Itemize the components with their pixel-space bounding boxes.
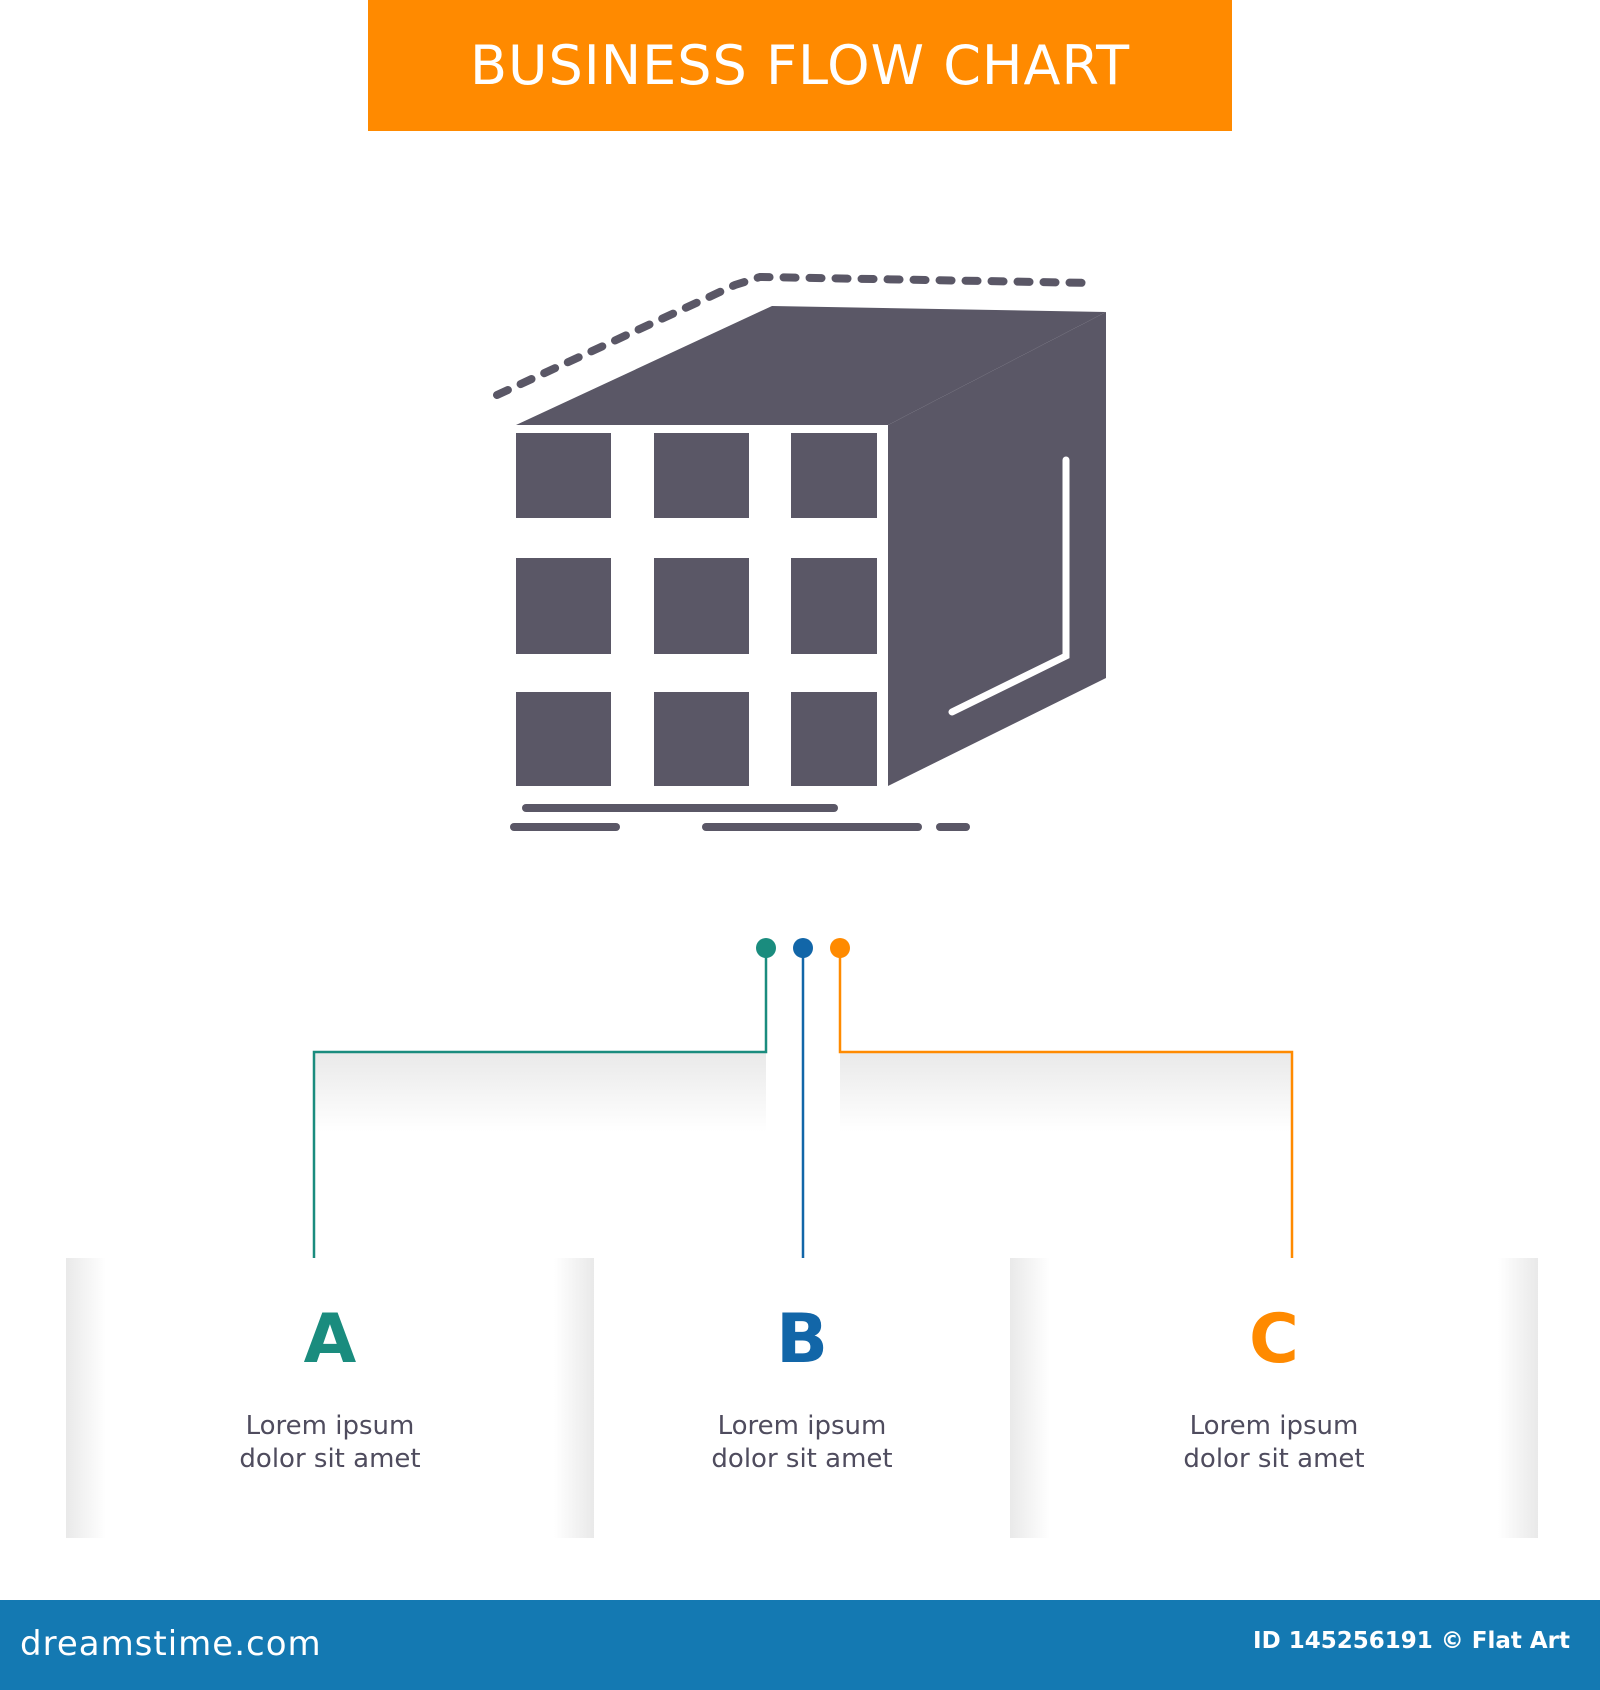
matrix-cube-glyph-icon	[493, 272, 1106, 831]
footer-brand: dreamstime.com	[20, 1624, 322, 1664]
dot-a	[756, 938, 776, 958]
grid-cell	[654, 433, 749, 518]
footer-bar: dreamstime.com ID 145256191 © Flat Art	[0, 1600, 1600, 1690]
node-text-line: Lorem ipsum	[717, 1411, 887, 1441]
side-highlight	[948, 456, 1070, 716]
node-text-b: Lorem ipsum dolor sit amet	[538, 1410, 1066, 1476]
node-text-line: dolor sit amet	[239, 1444, 421, 1474]
grid-cell	[516, 433, 611, 518]
grid-cell	[791, 558, 877, 654]
node-text-line: Lorem ipsum	[1189, 1411, 1359, 1441]
title-banner: BUSINESS FLOW CHART	[368, 0, 1232, 131]
node-text-line: dolor sit amet	[1183, 1444, 1365, 1474]
grid-cell	[791, 433, 877, 518]
node-letter-c: C	[1249, 1300, 1299, 1379]
page-title: BUSINESS FLOW CHART	[469, 34, 1131, 97]
footer-image-id: ID 145256191 © Flat Art	[1253, 1628, 1570, 1654]
front-grid	[516, 433, 877, 786]
node-letter-b: B	[776, 1300, 828, 1379]
node-panel-a: A Lorem ipsum dolor sit amet	[66, 1258, 594, 1538]
connectors	[312, 948, 1294, 1276]
grid-cell	[516, 692, 611, 786]
ground-lines	[510, 804, 970, 831]
node-text-line: Lorem ipsum	[245, 1411, 415, 1441]
grid-cell	[654, 692, 749, 786]
node-letter-a: A	[303, 1300, 357, 1379]
dashed-outline	[493, 272, 1096, 399]
node-text-c: Lorem ipsum dolor sit amet	[1010, 1410, 1538, 1476]
node-panel-c: C Lorem ipsum dolor sit amet	[1010, 1258, 1538, 1538]
grid-cell	[654, 558, 749, 654]
dot-b	[793, 938, 813, 958]
node-panel-b: B Lorem ipsum dolor sit amet	[538, 1258, 1066, 1538]
grid-cell	[516, 558, 611, 654]
connector-c	[838, 948, 1294, 1276]
cube-top-face	[516, 306, 1106, 425]
node-text-a: Lorem ipsum dolor sit amet	[66, 1410, 594, 1476]
connector-shade-left	[314, 1052, 766, 1132]
cube-side-face	[888, 312, 1106, 786]
dot-c	[830, 938, 850, 958]
node-text-line: dolor sit amet	[711, 1444, 893, 1474]
connector-shade-right	[840, 1052, 1292, 1132]
grid-cell	[791, 692, 877, 786]
connector-a	[312, 948, 768, 1276]
